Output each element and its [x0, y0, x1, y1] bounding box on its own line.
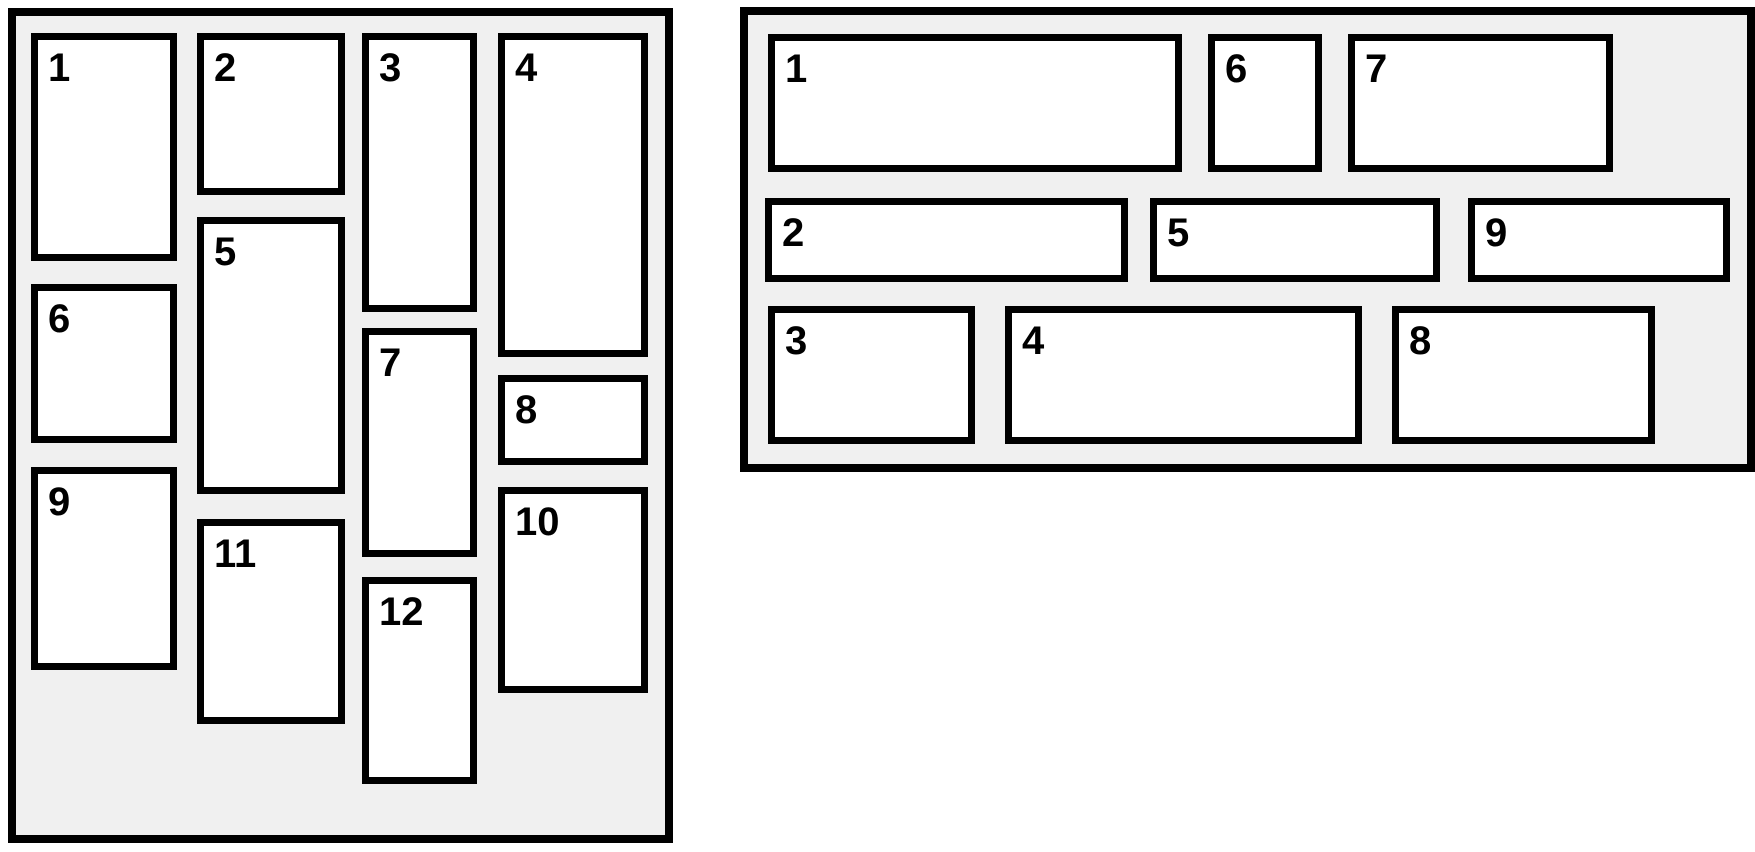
horizontal-masonry-panel: 1 2 3 4 5 6 7 8 9 — [740, 7, 1755, 472]
masonry-item: 3 — [362, 33, 477, 312]
masonry-item: 2 — [765, 198, 1128, 282]
masonry-item: 1 — [31, 33, 177, 261]
masonry-item: 2 — [197, 33, 345, 195]
masonry-item: 9 — [31, 467, 177, 670]
masonry-item: 7 — [1348, 34, 1613, 172]
masonry-item: 8 — [1392, 306, 1655, 444]
masonry-item: 5 — [197, 217, 345, 494]
vertical-masonry-panel: 1 2 3 4 5 6 7 8 9 10 11 12 — [8, 8, 673, 843]
masonry-item: 10 — [498, 487, 648, 693]
masonry-item: 1 — [768, 34, 1182, 172]
masonry-item: 3 — [768, 306, 975, 444]
masonry-item: 4 — [1005, 306, 1362, 444]
masonry-item: 5 — [1150, 198, 1440, 282]
masonry-item: 6 — [31, 284, 177, 443]
masonry-item: 6 — [1208, 34, 1322, 172]
masonry-item: 11 — [197, 519, 345, 724]
masonry-item: 8 — [498, 375, 648, 465]
masonry-item: 9 — [1468, 198, 1730, 282]
masonry-item: 12 — [362, 577, 477, 784]
masonry-item: 7 — [362, 328, 477, 557]
masonry-item: 4 — [498, 33, 648, 357]
